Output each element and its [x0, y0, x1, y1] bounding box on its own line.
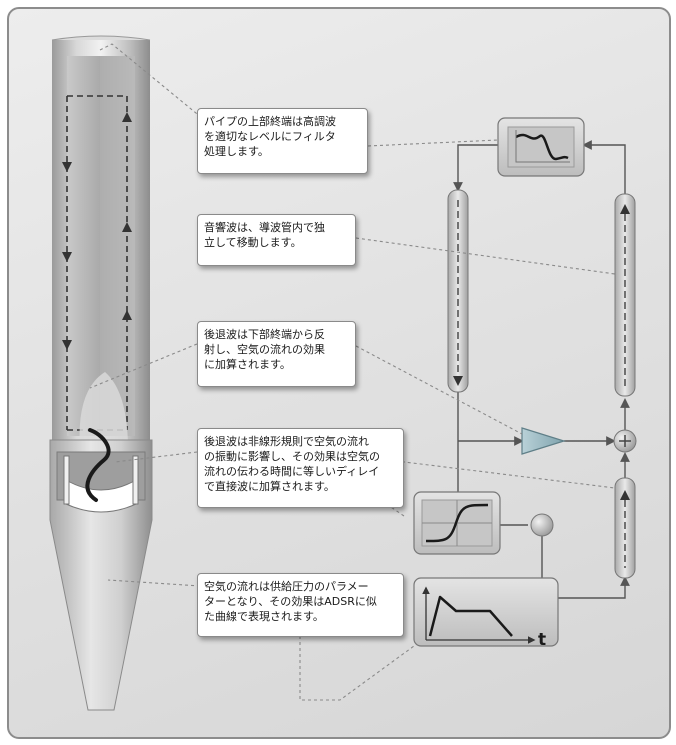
lower-tube-arrow: [620, 490, 630, 500]
filter-axes: [515, 130, 570, 163]
mouth-lip-left: [63, 455, 70, 505]
up-arrow-2: [122, 222, 132, 232]
organ-pipe: [49, 35, 153, 711]
up-arrow-1: [122, 112, 132, 122]
leader-reflection-pipe: [89, 343, 198, 389]
up-arrow-3: [122, 310, 132, 320]
filter-curve: [515, 133, 569, 161]
leader-nonlinear-pipe: [114, 451, 198, 463]
down-arrow-1: [62, 162, 72, 172]
adsr-curve: [428, 595, 513, 637]
callout-reflection-text: 後退波は下部終端から反 射し、空気の流れの効果 に加算されます。: [204, 328, 325, 371]
oscillating-air-jet: [85, 428, 111, 502]
sigmoid-curve: [425, 503, 489, 543]
callout-airflow-text: 空気の流れは供給圧力のパラメー ターとなり、その効果はADSRに似 た曲線で表現…: [204, 580, 377, 623]
line-envelope-out: [558, 576, 630, 599]
callout-independent: 音響波は、導波管内で独 立して移動します。: [197, 214, 356, 266]
callout-nonlinear: 後退波は非線形規則で空気の流れ の振動に影響し、その効果は空気の 流れの伝わる時…: [197, 428, 404, 508]
pipe-top-edge: [51, 35, 151, 41]
leader-reflection-amp: [355, 345, 523, 435]
signal-flow: t: [413, 117, 637, 650]
leader-nonlinear-tube: [371, 457, 616, 489]
delay-line-forward: [614, 193, 636, 397]
down-arrow-2: [62, 252, 72, 262]
lowpass-filter-icon: [497, 117, 585, 177]
adsr-envelope-icon: t: [413, 577, 559, 650]
filter-screen: [507, 126, 575, 168]
leader-independent: [355, 237, 616, 275]
leader-lines: [89, 43, 616, 701]
left-tube-arrow: [453, 376, 463, 386]
callout-independent-text: 音響波は、導波管内で独 立して移動します。: [204, 221, 325, 249]
down-arrow-3: [62, 340, 72, 350]
envelope-axis-label: t: [538, 630, 546, 650]
delay-line-backward: [447, 189, 469, 393]
adder-plus: [619, 435, 631, 447]
leader-filter-block: [367, 139, 499, 147]
callout-nonlinear-text: 後退波は非線形規則で空気の流れ の振動に影響し、その効果は空気の 流れの伝わる時…: [204, 435, 380, 493]
callout-reflection: 後退波は下部終端から反 射し、空気の流れの効果 に加算されます。: [197, 321, 356, 387]
callout-airflow: 空気の流れは供給圧力のパラメー ターとなり、その効果はADSRに似 た曲線で表現…: [197, 573, 404, 637]
sigmoid-curve-icon: [413, 491, 501, 555]
right-tube-arrow: [620, 204, 630, 214]
pressure-ball: [530, 513, 554, 537]
callout-filter-text: パイプの上部終端は高調波 を適切なレベルにフィルタ 処理します。: [204, 115, 336, 158]
callout-filter: パイプの上部終端は高調波 を適切なレベルにフィルタ 処理します。: [197, 108, 368, 174]
leader-airflow-envelope: [299, 636, 415, 701]
mouth-lip-right: [132, 455, 139, 505]
jet-delay: [614, 477, 636, 579]
summing-junction-icon: [613, 429, 637, 453]
leader-filter-pipe: [99, 43, 203, 119]
amplifier-triangle-icon: [521, 427, 567, 455]
line-from-filter: [453, 144, 498, 192]
